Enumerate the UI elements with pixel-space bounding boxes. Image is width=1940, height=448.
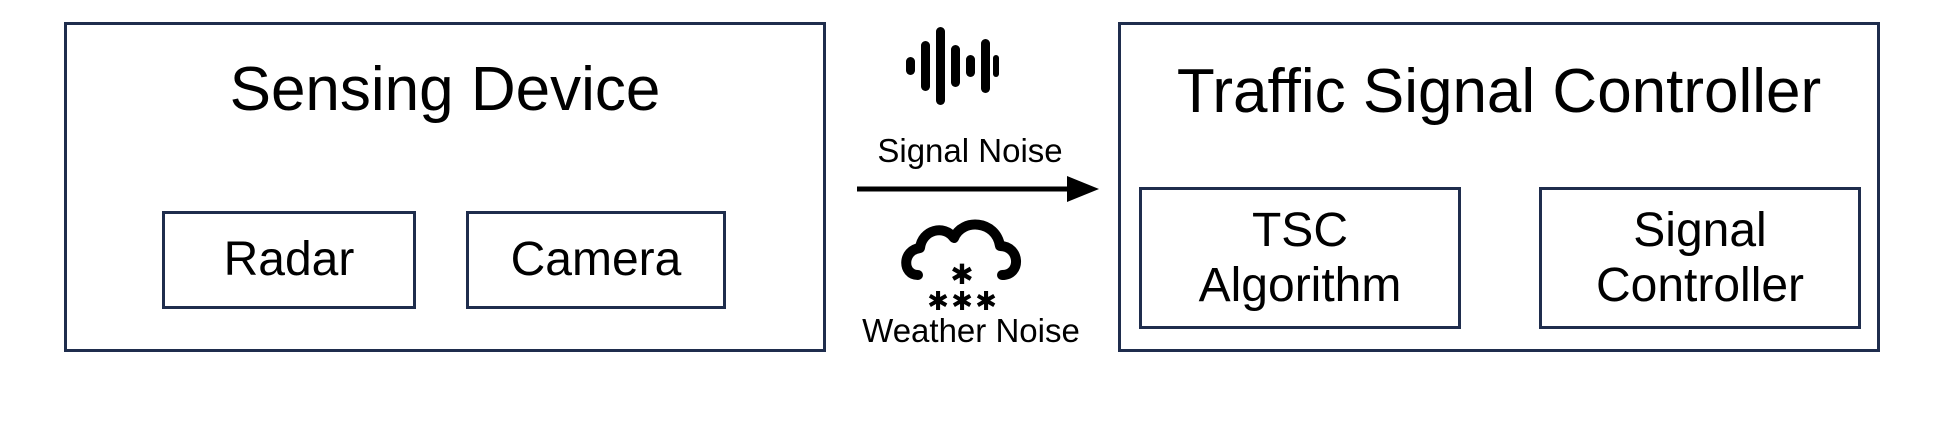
sound-wave-icon	[906, 27, 999, 105]
signal-controller-box: Signal Controller	[1539, 187, 1861, 329]
svg-text:✱: ✱	[927, 287, 949, 312]
weather-noise-label: Weather Noise	[862, 312, 1080, 349]
tsc-algorithm-box: TSC Algorithm	[1139, 187, 1461, 329]
arrow	[857, 176, 1099, 202]
camera-label: Camera	[510, 233, 682, 287]
radar-label: Radar	[223, 233, 355, 287]
snow-cloud-icon: ✱ ✱ ✱ ✱	[901, 219, 1021, 312]
radar-box: Radar	[162, 211, 416, 309]
svg-text:✱: ✱	[951, 287, 973, 312]
tsc-algorithm-label: TSC Algorithm	[1198, 203, 1402, 312]
signal-controller-label: Signal Controller	[1595, 203, 1805, 312]
sensing-device-box: Sensing Device Radar Camera	[64, 22, 826, 352]
camera-box: Camera	[466, 211, 726, 309]
signal-noise-label: Signal Noise	[877, 132, 1063, 169]
sensing-device-title: Sensing Device	[229, 55, 661, 124]
svg-text:✱: ✱	[950, 258, 973, 291]
svg-text:✱: ✱	[975, 287, 997, 312]
traffic-signal-controller-title: Traffic Signal Controller	[1176, 57, 1822, 126]
traffic-signal-controller-box: Traffic Signal Controller TSC Algorithm …	[1118, 22, 1880, 352]
